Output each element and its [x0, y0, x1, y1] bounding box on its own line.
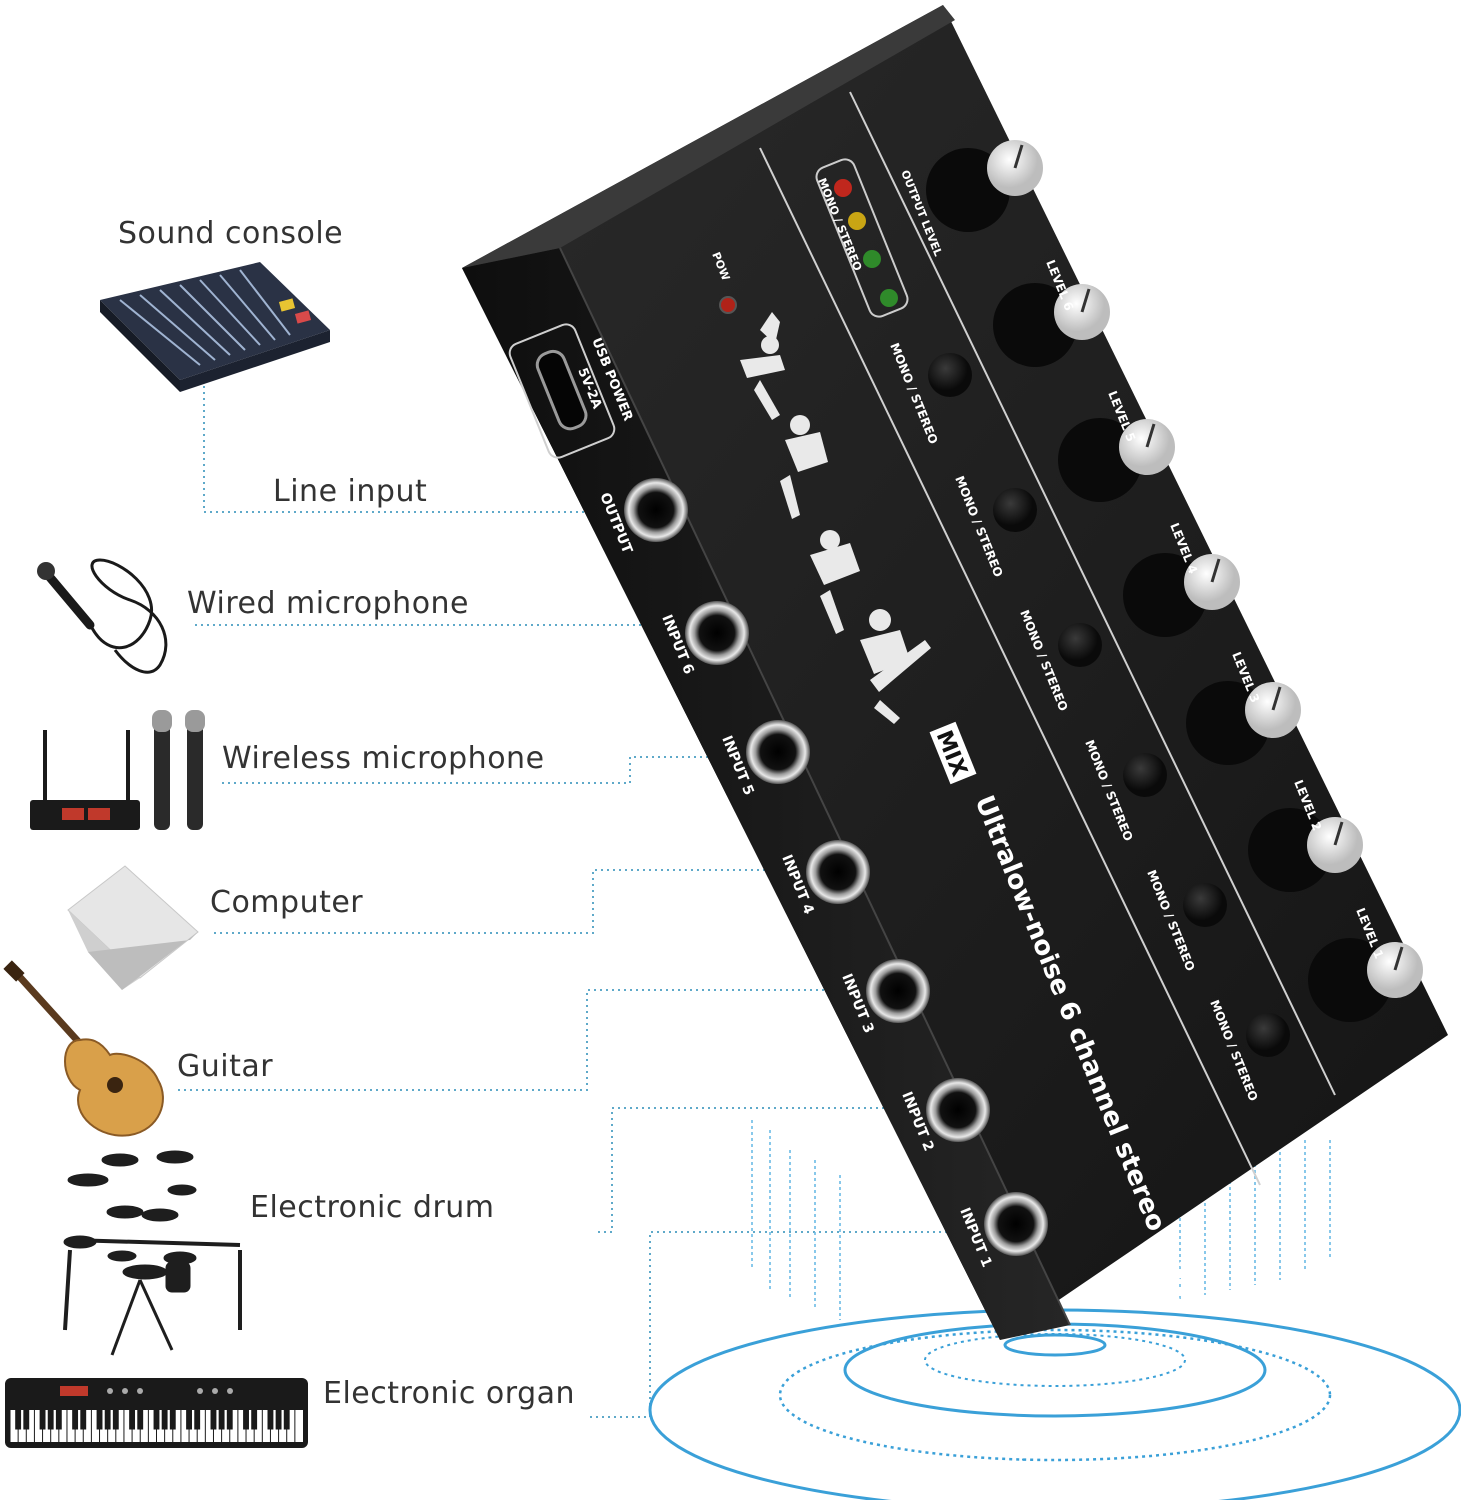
guitar-icon	[3, 960, 164, 1137]
mono-stereo-switch-2[interactable]	[1183, 883, 1227, 927]
mono-stereo-switch-1[interactable]	[1246, 1013, 1290, 1057]
level-knob-master[interactable]	[926, 140, 1043, 232]
level-knobs: LEVEL 6 LEVEL 5 LEVEL 4 LEVEL 3 LEVEL 2 …	[926, 140, 1423, 1022]
mono-stereo-switch-3[interactable]	[1123, 753, 1167, 797]
jack-input-3[interactable]	[866, 959, 930, 1023]
level-knob-1[interactable]	[1308, 938, 1423, 1022]
label-computer: Computer	[210, 885, 364, 920]
label-wired-microphone: Wired microphone	[187, 586, 470, 621]
keyboard-icon	[5, 1378, 308, 1448]
label-electronic-organ: Electronic organ	[323, 1376, 576, 1411]
jack-input-6[interactable]	[685, 601, 749, 665]
label-wireless-microphone: Wireless microphone	[222, 741, 545, 776]
jack-input-1[interactable]	[984, 1192, 1048, 1256]
level-led-green-2	[880, 289, 898, 307]
mono-stereo-switch-5[interactable]	[993, 488, 1037, 532]
level-knob-5[interactable]	[1058, 418, 1175, 502]
audio-jacks: OUTPUT INPUT 6 INPUT 5 INPUT 4 INPUT 3 I…	[596, 478, 1048, 1270]
jack-input-2[interactable]	[926, 1078, 990, 1142]
level-led-red	[834, 179, 852, 197]
label-sound-console: Sound console	[118, 216, 344, 251]
label-electronic-drum: Electronic drum	[250, 1190, 495, 1225]
mixer-device: USB POWER 5V-2A OUTPUT INPUT 6 INPUT 5 I…	[462, 5, 1448, 1340]
jack-input-5[interactable]	[746, 720, 810, 784]
level-led-yellow	[848, 212, 866, 230]
mono-stereo-switch-4[interactable]	[1058, 623, 1102, 667]
laptop-icon	[67, 865, 199, 990]
wireless-microphone-icon	[30, 710, 205, 830]
level-led-green-1	[863, 250, 881, 268]
level-knob-2[interactable]	[1248, 808, 1363, 892]
level-knob-6[interactable]	[993, 283, 1110, 367]
label-guitar: Guitar	[177, 1049, 274, 1084]
level-knob-4[interactable]	[1123, 553, 1240, 637]
jack-input-4[interactable]	[806, 840, 870, 904]
band-silhouette-artwork	[740, 312, 931, 724]
label-line-input: Line input	[273, 474, 428, 509]
sound-console-icon	[100, 262, 330, 392]
wired-microphone-icon	[37, 558, 168, 674]
jack-output[interactable]	[624, 478, 688, 542]
power-led	[719, 296, 737, 314]
level-knob-3[interactable]	[1186, 681, 1301, 765]
drum-kit-icon	[63, 1150, 242, 1356]
mono-stereo-switch-6[interactable]	[928, 353, 972, 397]
